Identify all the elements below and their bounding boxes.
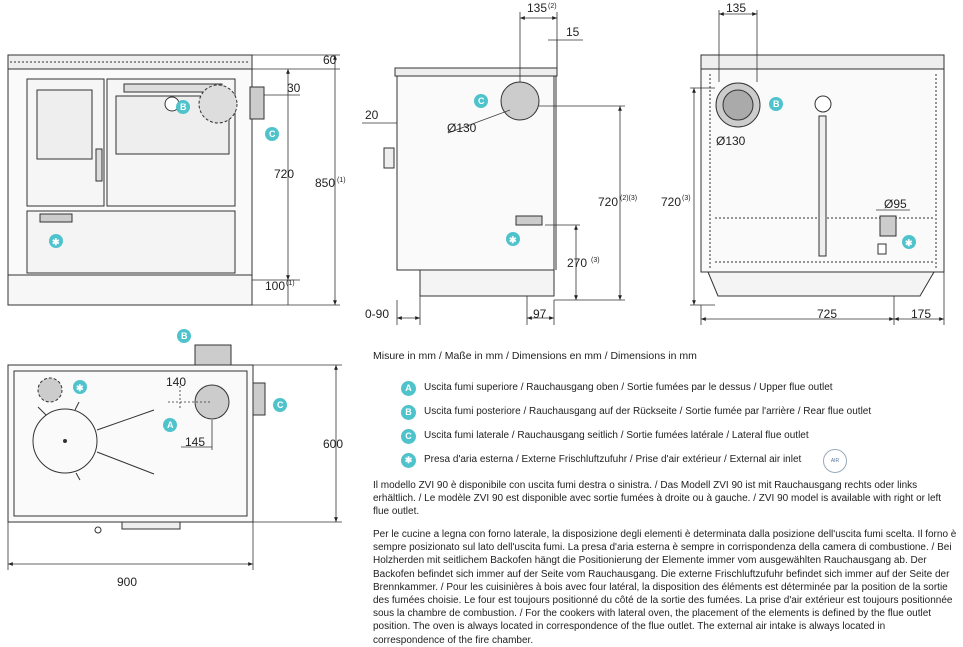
back-air-inlet: [879, 215, 897, 237]
dim-front-720: 720: [274, 167, 294, 181]
dim-top-600: 600: [323, 437, 343, 451]
legend-badge-c: C: [401, 428, 416, 444]
dim-side-270: 270: [567, 256, 587, 270]
svg-text:B: B: [180, 102, 187, 112]
svg-text:B: B: [773, 99, 780, 109]
front-dimensions: [252, 54, 340, 306]
back-ashpan: [707, 271, 935, 297]
top-badge-star: ✱: [73, 380, 87, 394]
dim-top-900: 900: [117, 575, 137, 589]
side-view: [383, 67, 558, 297]
dim-side-135: 135: [527, 1, 547, 15]
dim-front-850: 850: [315, 176, 335, 190]
svg-text:C: C: [478, 96, 485, 106]
side-handle-rail: [383, 147, 395, 169]
dim-top-145: 145: [185, 435, 205, 449]
front-plinth: [7, 274, 253, 306]
side-air-inlet: [515, 215, 543, 226]
legend-text-a: Uscita fumi superiore / Rauchausgang obe…: [424, 381, 833, 393]
dim-front-100-note: (1): [286, 280, 295, 287]
side-dimensions: [362, 12, 625, 325]
legend-item-a: A Uscita fumi superiore / Rauchausgang o…: [373, 376, 958, 400]
back-thermostat: [814, 95, 832, 113]
svg-text:✱: ✱: [52, 237, 60, 247]
dim-back-175: 175: [911, 307, 931, 321]
dim-front-60: 60: [323, 53, 337, 67]
top-view: [7, 344, 266, 534]
top-flue-collar: [194, 384, 230, 420]
top-front-rail: [121, 521, 181, 530]
legend-text-c: Uscita fumi laterale / Rauchausgang seit…: [424, 429, 809, 441]
svg-text:✱: ✱: [509, 235, 517, 245]
top-badge-c: C: [273, 398, 287, 412]
dim-front-30: 30: [287, 81, 301, 95]
svg-text:✱: ✱: [76, 383, 84, 393]
layout-note: Per le cucine a legna con forno laterale…: [373, 529, 957, 646]
front-lateral-outlet: [249, 86, 265, 120]
dim-top-140: 140: [166, 375, 186, 389]
dim-front-850-note: (1): [337, 177, 346, 184]
dim-back-diam95: Ø95: [884, 197, 907, 211]
dim-side-20: 20: [365, 108, 379, 122]
dim-front-100: 100: [265, 279, 285, 293]
top-badge-b: B: [177, 329, 191, 343]
front-firebox-handle: [95, 148, 103, 182]
availability-note: Il modello ZVI 90 è disponibile con usci…: [373, 480, 942, 518]
dim-side-97: 97: [533, 307, 547, 321]
top-rear-flue-stub: [194, 344, 232, 366]
legend-item-b: B Uscita fumi posteriore / Rauchausgang …: [373, 400, 958, 424]
front-badge-star: ✱: [49, 234, 63, 248]
front-badge-b: B: [176, 100, 190, 114]
dim-back-725: 725: [817, 307, 837, 321]
dim-side-720: 720: [598, 195, 618, 209]
svg-text:A: A: [167, 420, 174, 430]
svg-text:C: C: [269, 129, 276, 139]
front-view: [7, 54, 265, 306]
svg-text:C: C: [277, 400, 284, 410]
dim-back-720-note: (3): [682, 195, 691, 202]
external-air-logo: AIR: [823, 449, 847, 473]
dim-back-diam130: Ø130: [716, 134, 746, 148]
top-air-inlet: [37, 377, 63, 403]
dim-side-15: 15: [566, 25, 580, 39]
legend-badge-star: ✱: [401, 452, 416, 468]
side-cooktop: [394, 67, 558, 77]
svg-text:B: B: [181, 331, 188, 341]
units-note: Misure in mm / Maße in mm / Dimensions e…: [373, 350, 697, 362]
back-view: [700, 54, 945, 297]
top-dimensions: [7, 364, 342, 570]
svg-text:✱: ✱: [905, 238, 913, 248]
side-plinth: [419, 269, 555, 297]
side-badge-c: C: [474, 94, 488, 108]
dim-side-diam130: Ø130: [447, 121, 477, 135]
side-flue-collar: [500, 81, 540, 121]
dim-side-270-note: (3): [591, 257, 600, 264]
back-badge-b: B: [769, 97, 783, 111]
legend-badge-a: A: [401, 380, 416, 396]
side-badge-star: ✱: [506, 232, 520, 246]
dim-side-0-90: 0-90: [365, 307, 389, 321]
legend-text-star: Presa d'aria esterna / Externe Frischluf…: [424, 453, 802, 465]
dim-back-135: 135: [726, 1, 746, 15]
top-badge-a: A: [163, 418, 177, 432]
legend-text-b: Uscita fumi posteriore / Rauchausgang au…: [424, 405, 872, 417]
legend-item-c: C Uscita fumi laterale / Rauchausgang se…: [373, 424, 958, 448]
legend-item-star: ✱ Presa d'aria esterna / Externe Frischl…: [373, 448, 958, 472]
front-badge-c: C: [265, 127, 279, 141]
dim-side-720-note: (2)(3): [620, 195, 637, 202]
dim-side-135-note: (2): [548, 3, 557, 10]
back-cooktop: [700, 54, 945, 70]
top-lateral-stub: [252, 382, 266, 416]
back-dimensions: [690, 10, 945, 325]
back-badge-star: ✱: [902, 235, 916, 249]
dim-back-720: 720: [661, 195, 681, 209]
legend-badge-b: B: [401, 404, 416, 420]
front-flue-dashed: [198, 84, 238, 124]
legend: Misure in mm / Maße in mm / Dimensions e…: [373, 350, 958, 472]
